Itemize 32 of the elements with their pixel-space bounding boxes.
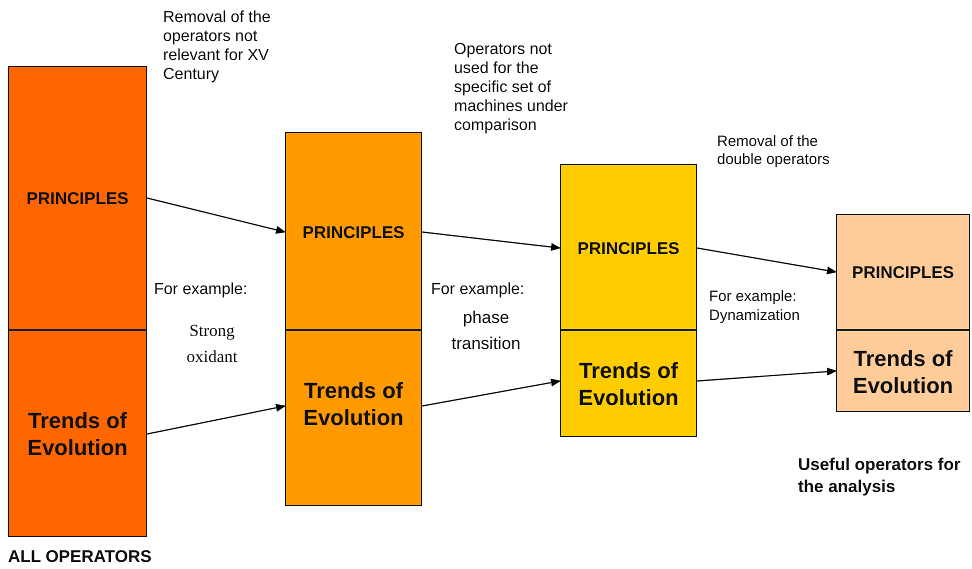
example-text: Strong oxidant (186, 320, 238, 368)
step-note: Removal of the operators not relevant for XV Century (163, 8, 272, 84)
arrow (696, 368, 837, 382)
block-title: PRINCIPLES (850, 263, 956, 283)
operator-block (836, 330, 970, 412)
arrow (422, 231, 561, 251)
block-title: Trends of Evolution (577, 357, 680, 411)
step-note: Operators not used for the specific set of machines under comparison (454, 40, 569, 135)
arrow (696, 247, 837, 274)
block-title: Trends of Evolution (26, 407, 129, 461)
operator-block (836, 214, 970, 330)
example-text: For example: Dynamization (709, 287, 801, 325)
example-text: For example: (431, 280, 526, 299)
step-note: Removal of the double operators (717, 133, 831, 169)
arrow (422, 378, 561, 407)
group-caption: Useful operators for the analysis (798, 454, 962, 498)
block-title: Trends of Evolution (302, 377, 405, 431)
operator-block (285, 330, 422, 506)
operator-block (560, 330, 697, 437)
example-text: phase transition (450, 307, 522, 355)
block-title: PRINCIPLES (25, 189, 130, 209)
group-caption: ALL OPERATORS (8, 546, 153, 568)
operator-block (285, 132, 422, 330)
block-title: PRINCIPLES (301, 223, 406, 243)
block-title: Trends of Evolution (852, 345, 954, 399)
operator-block (8, 330, 147, 537)
arrow (146, 197, 286, 234)
arrow (146, 404, 286, 435)
operator-block (8, 66, 147, 330)
example-text: For example: (154, 280, 248, 299)
block-title: PRINCIPLES (576, 239, 681, 259)
operator-block (560, 164, 697, 330)
